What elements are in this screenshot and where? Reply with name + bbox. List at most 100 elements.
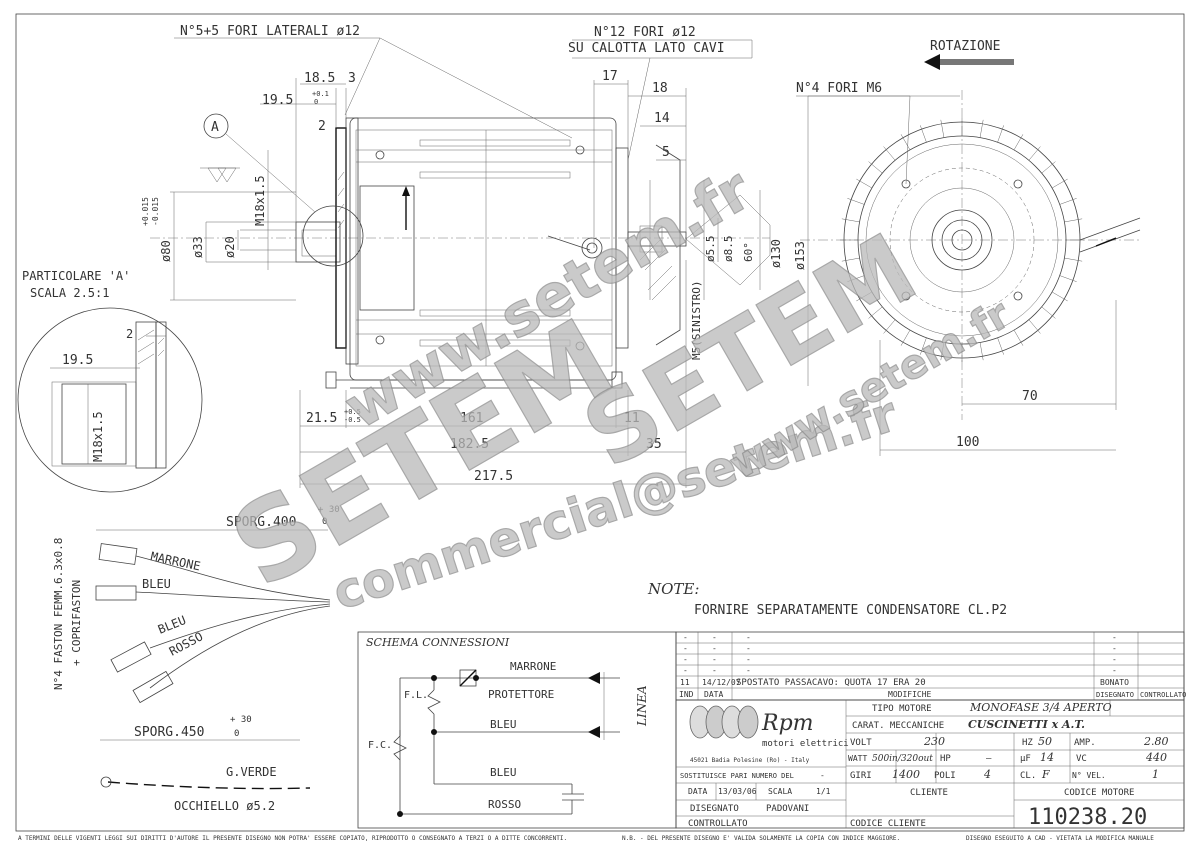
lead-marrone: MARRONE xyxy=(149,549,201,573)
detail-dim-19-5: 19.5 xyxy=(62,353,93,368)
controllato-label: CONTROLLATO xyxy=(688,819,748,829)
cooling-fin xyxy=(997,125,1004,143)
cooling-fin xyxy=(883,146,896,161)
dim-18-5: 18.5 xyxy=(304,71,335,86)
dim-m18: M18x1.5 xyxy=(253,175,267,226)
cooling-fin xyxy=(847,198,865,205)
sostituisce-label: SOSTITUISCE PARI NUMERO DEL xyxy=(680,772,794,780)
lead-occhiello: OCCHIELLO ø5.2 xyxy=(174,799,275,813)
tol-400b: 0 xyxy=(322,517,327,527)
dim-d8-5: ø8.5 xyxy=(722,236,735,263)
lead-bleu-2: BLEU xyxy=(156,613,188,637)
cooling-fin xyxy=(868,161,883,174)
revision-table xyxy=(675,631,1185,701)
hp-label: HP xyxy=(940,754,951,764)
schema-marrone: MARRONE xyxy=(510,660,556,673)
rev-data: - xyxy=(712,644,717,653)
dim-14: 14 xyxy=(654,111,670,126)
tol-215a: +0.5 xyxy=(344,408,361,416)
rev-head-mod: MODIFICHE xyxy=(888,690,932,699)
rev-data: - xyxy=(712,666,717,675)
scala-label: SCALA xyxy=(768,787,792,796)
dim-3: 3 xyxy=(348,71,356,86)
cooling-fin xyxy=(1041,161,1056,174)
tol-450a: + 30 xyxy=(230,715,252,725)
side-view xyxy=(150,113,771,389)
cl-value: F xyxy=(1041,768,1050,781)
lead-g-verde: G.VERDE xyxy=(226,765,277,779)
cooling-fin xyxy=(856,291,873,302)
cooling-fin xyxy=(920,337,927,355)
carat-label: CARAT. MECCANICHE xyxy=(852,721,944,731)
hz-label: HZ xyxy=(1022,738,1033,748)
rev-head-ind: IND xyxy=(679,690,694,699)
note-rear-holes-2: SU CALOTTA LATO CAVI xyxy=(568,41,725,56)
dim-217-5: 217.5 xyxy=(474,469,513,484)
rev-dis: - xyxy=(1112,633,1117,642)
sheet-border xyxy=(15,13,1185,832)
dim-35: 35 xyxy=(646,437,662,452)
cooling-fin xyxy=(1013,134,1024,151)
cooling-fin xyxy=(847,275,865,282)
cooling-fin xyxy=(979,119,984,138)
rev-ind: - xyxy=(683,644,688,653)
cooling-fin xyxy=(920,125,927,143)
detail-dim-2: 2 xyxy=(126,327,133,341)
tol-80b: -0.015 xyxy=(151,197,160,226)
rev-dis: - xyxy=(1112,655,1117,664)
rev-mod: - xyxy=(746,644,751,653)
cooling-fin xyxy=(856,178,873,189)
schema-title: SCHEMA CONNESSIONI xyxy=(366,636,510,649)
dim-d20: ø20 xyxy=(223,236,237,258)
front-dimensions xyxy=(796,95,1117,456)
data-label: DATA xyxy=(688,787,707,796)
rev-data: 14/12/07 xyxy=(702,678,741,687)
cooling-fin xyxy=(979,342,984,361)
rev-mod: SPOSTATO PASSACAVO: QUOTA 17 ERA 20 xyxy=(736,678,926,688)
poli-value: 4 xyxy=(983,768,991,781)
volt-value: 230 xyxy=(923,735,945,748)
codice-motore-label: CODICE MOTORE xyxy=(1064,788,1134,798)
volt-label: VOLT xyxy=(850,738,872,748)
note-rear-holes: N°12 FORI ø12 xyxy=(594,25,696,40)
schema-labels: SCHEMA CONNESSIONI MARRONE PROTETTORE BL… xyxy=(366,636,649,811)
dim-m5: M5(SINISTRO) xyxy=(690,281,703,360)
cooling-fin xyxy=(1028,146,1041,161)
schema-fc: F.C. xyxy=(368,740,392,751)
rev-head-ctrl: CONTROLLATO xyxy=(1140,691,1186,699)
dim-182-5: 182.5 xyxy=(450,437,489,452)
tol-zero: 0 xyxy=(314,98,318,106)
tipo-value: MONOFASE 3/4 APERTO xyxy=(969,701,1112,714)
faston-note-2: + COPRIFASTON xyxy=(70,580,83,666)
cooling-fin xyxy=(868,306,883,319)
rev-head-dis: DISEGNATO xyxy=(1096,691,1134,699)
cooling-fin xyxy=(841,218,860,223)
dim-18: 18 xyxy=(652,81,668,96)
hz-value: 50 xyxy=(1038,735,1052,748)
detail-marker: A xyxy=(211,120,219,135)
footer-note: N.B. - DEL PRESENTE DISEGNO E' VALIDA SO… xyxy=(622,835,900,842)
cooling-fin xyxy=(1064,257,1083,262)
tol-80a: +0.015 xyxy=(141,197,150,226)
codice-cliente-label: CODICE CLIENTE xyxy=(850,819,926,829)
amp-value: 2.80 xyxy=(1143,735,1169,748)
detail-a xyxy=(17,307,203,493)
cooling-fin xyxy=(883,319,896,334)
watt-value: 500in/320out xyxy=(872,754,933,764)
cooling-fin xyxy=(1064,218,1083,223)
sporg-450: SPORG.450 xyxy=(134,725,204,740)
disegnato-label: DISEGNATO xyxy=(690,804,739,814)
detail-dim-m18: M18x1.5 xyxy=(91,411,105,462)
dim-5: 5 xyxy=(662,145,670,160)
cooling-fin xyxy=(900,329,911,346)
cooling-fin xyxy=(1041,306,1056,319)
cooling-fin xyxy=(1028,319,1041,334)
tol-plus-01: +0.1 xyxy=(312,90,329,98)
faston-note: N°4 FASTON FEMM.6.3x0.8 xyxy=(52,538,65,690)
title-block-labels: Rpm motori elettrici 45021 Badia Polesin… xyxy=(680,701,1169,830)
carat-value: CUSCINETTI x A.T. xyxy=(968,718,1085,731)
tol-450b: 0 xyxy=(234,729,239,739)
footer-copyright: A TERMINI DELLE VIGENTI LEGGI SUI DIRITT… xyxy=(18,835,567,842)
nvel-value: 1 xyxy=(1152,768,1159,781)
